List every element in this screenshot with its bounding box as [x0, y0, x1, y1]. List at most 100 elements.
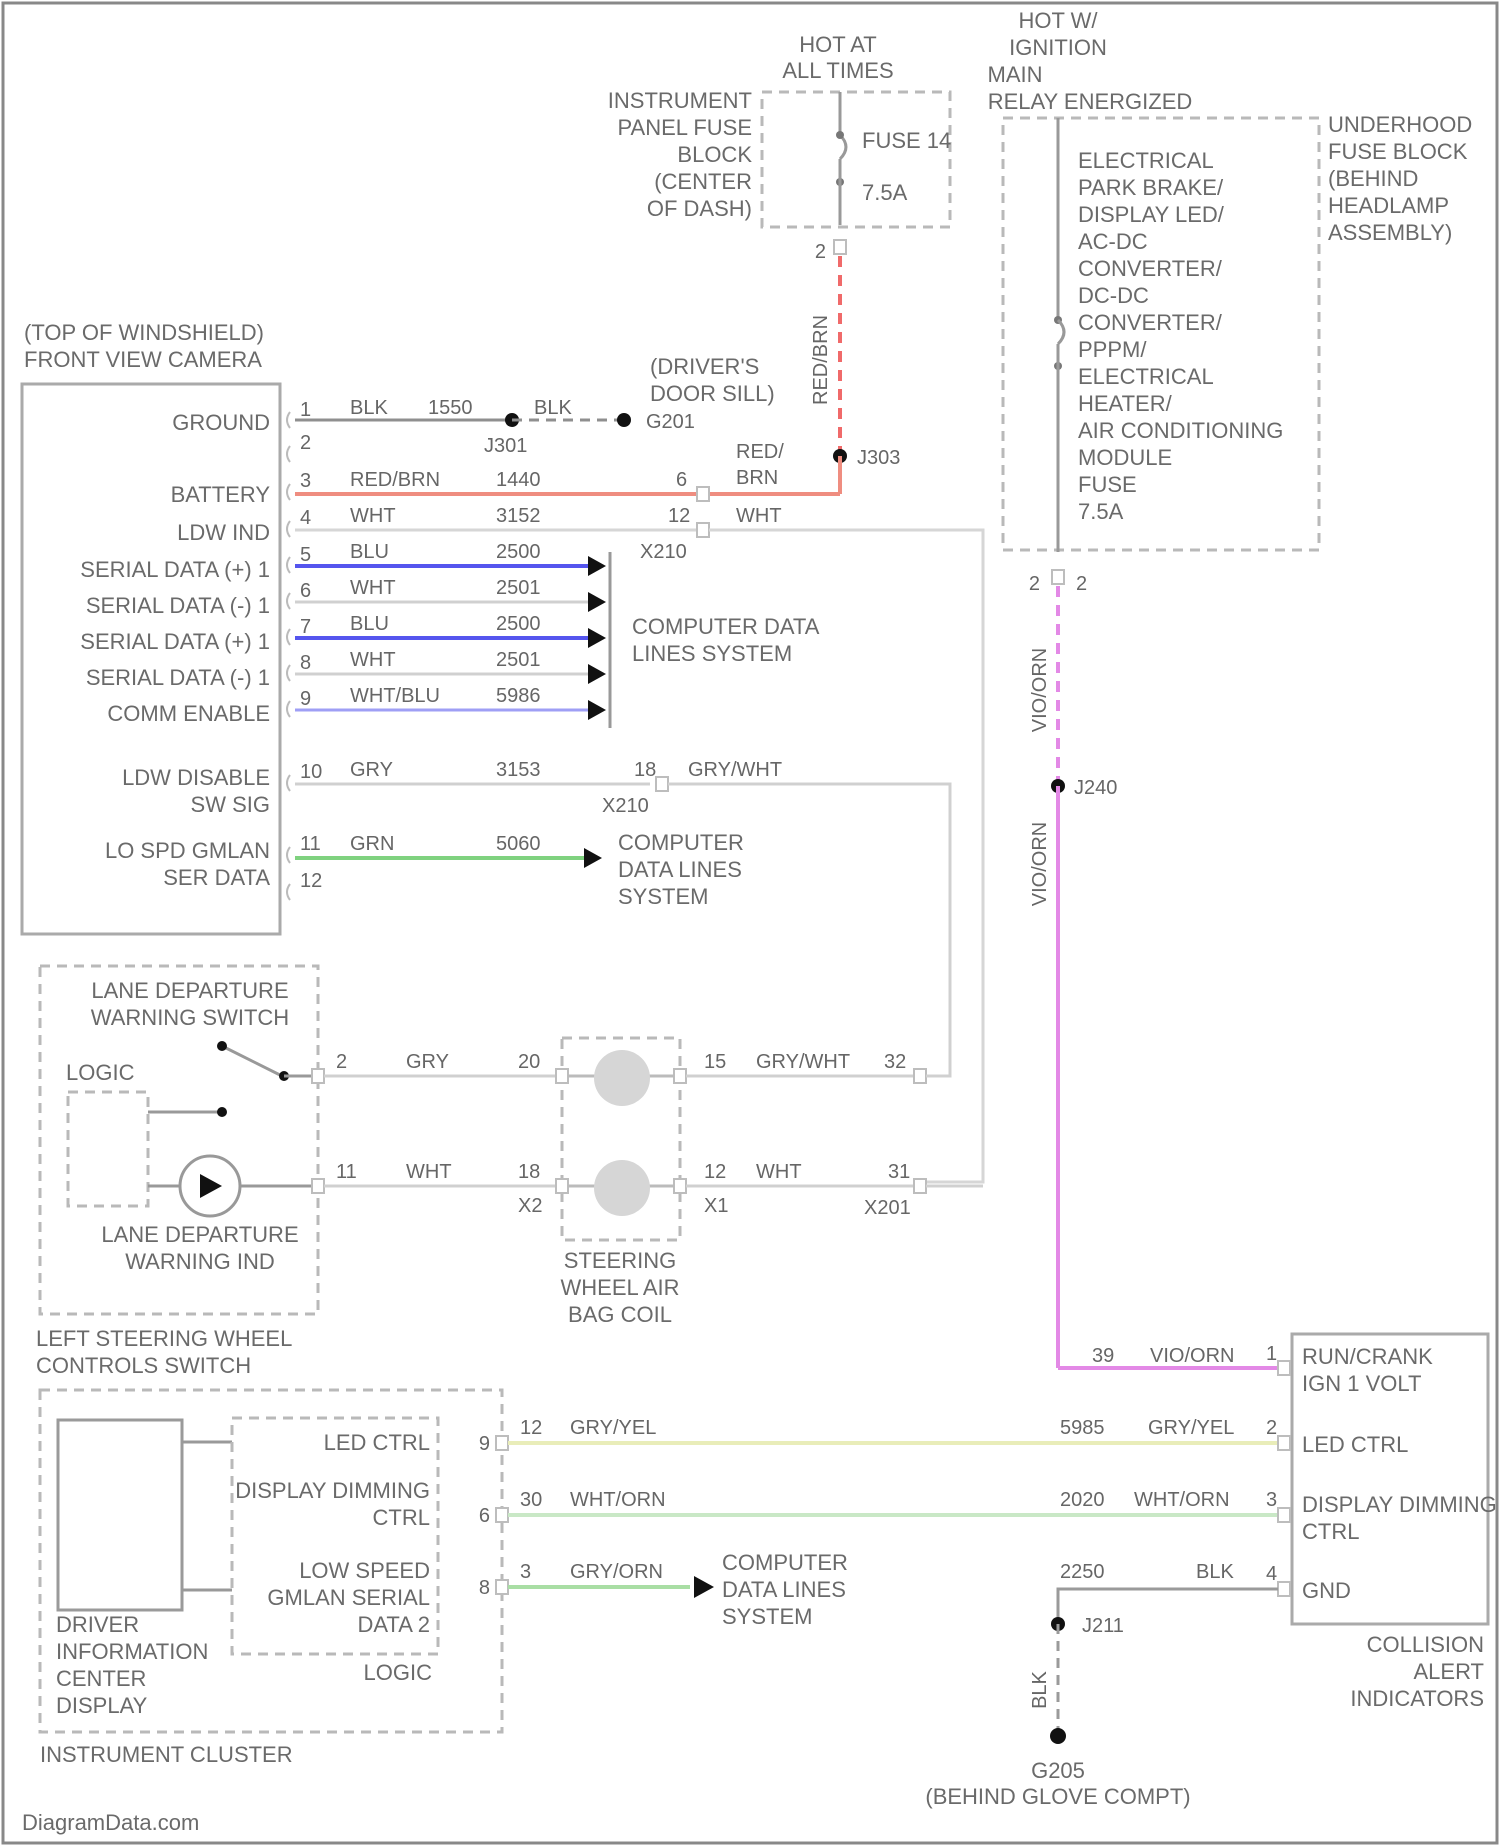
wht-right: WHT: [736, 505, 782, 527]
coil-x1: X1: [704, 1195, 728, 1217]
camera-pin-labels: GROUND BATTERY LDW IND SERIAL DATA (+) 1…: [80, 410, 270, 890]
gmlan-circuit: 5060: [496, 833, 541, 855]
collision-title-1: COLLISION: [1367, 1632, 1484, 1657]
camera-title-2: FRONT VIEW CAMERA: [24, 347, 262, 372]
x210-pin-6: 6: [676, 469, 687, 491]
dic-label-1: DRIVER: [56, 1612, 139, 1637]
red-brn-vertical-label: RED/BRN: [810, 315, 832, 405]
cluster-gmlan-2: GMLAN SERIAL: [267, 1585, 430, 1610]
svg-text:ELECTRICAL: ELECTRICAL: [1078, 364, 1214, 389]
cdl2-label-3: SYSTEM: [618, 884, 708, 909]
cdl-label-2: LINES SYSTEM: [632, 641, 792, 666]
svg-text:IGN 1 VOLT: IGN 1 VOLT: [1302, 1371, 1421, 1396]
sw-pin-11: 11: [336, 1161, 357, 1183]
gmlan2-wpin: 3: [520, 1561, 531, 1583]
svg-text:DISPLAY LED/: DISPLAY LED/: [1078, 202, 1225, 227]
sd4-color: WHT: [350, 649, 396, 671]
svg-text:5: 5: [300, 544, 311, 566]
x210-label-b: X210: [602, 795, 649, 817]
svg-text:LDW IND: LDW IND: [177, 520, 270, 545]
svg-text:SERIAL DATA (+) 1: SERIAL DATA (+) 1: [80, 557, 270, 582]
hot-w-ign-1: HOT W/: [1018, 8, 1098, 33]
gnd-blk-vertical: BLK: [1029, 1670, 1051, 1708]
j301-label: J301: [484, 435, 527, 457]
svg-text:2: 2: [300, 432, 311, 454]
cluster-cdl-3: SYSTEM: [722, 1604, 812, 1629]
coil-label-2: WHEEL AIR: [561, 1275, 680, 1300]
svg-text:8: 8: [300, 652, 311, 674]
ipfb-label-4: (CENTER: [654, 169, 752, 194]
sd3-color: BLU: [350, 613, 389, 635]
svg-text:10: 10: [300, 761, 322, 783]
ldw-switch-label-2: WARNING SWITCH: [91, 1005, 289, 1030]
uhfb-label-3: (BEHIND: [1328, 166, 1418, 191]
ground-color: BLK: [350, 397, 388, 419]
svg-text:SW SIG: SW SIG: [191, 792, 270, 817]
ipfb-label-3: BLOCK: [677, 142, 752, 167]
led-ctrl-color: GRY/YEL: [570, 1417, 656, 1439]
svg-text:3: 3: [1266, 1489, 1277, 1511]
coil-label-1: STEERING: [564, 1248, 676, 1273]
svg-text:PARK BRAKE/: PARK BRAKE/: [1078, 175, 1224, 200]
ground-circuit: 1550: [428, 397, 473, 419]
x201-label: X201: [864, 1197, 911, 1219]
svg-text:PPPM/: PPPM/: [1078, 337, 1147, 362]
gmlan2-arrow: [694, 1576, 714, 1598]
switch-logic-label: LOGIC: [66, 1060, 135, 1085]
comm-enable-arrow: [588, 700, 606, 720]
led-ctrl-circuit: 5985: [1060, 1417, 1105, 1439]
svg-text:RUN/CRANK: RUN/CRANK: [1302, 1344, 1433, 1369]
g201-label: G201: [646, 411, 695, 433]
x201-pin-31: 31: [888, 1161, 910, 1183]
ldw-disable-route: [668, 784, 950, 1076]
svg-text:DC-DC: DC-DC: [1078, 283, 1149, 308]
uhfb-label-5: ASSEMBLY): [1328, 220, 1452, 245]
hot-w-ign-2: IGNITION: [1009, 35, 1107, 60]
sd3-arrow: [588, 628, 606, 648]
coil-pin-15: 15: [704, 1051, 726, 1073]
sd1-circuit: 2500: [496, 541, 541, 563]
ldw-ind-label-2: WARNING IND: [125, 1249, 275, 1274]
svg-text:ELECTRICAL: ELECTRICAL: [1078, 148, 1214, 173]
hot-at-all-times-2: ALL TIMES: [782, 58, 893, 83]
dim-circuit: 2020: [1060, 1489, 1105, 1511]
cluster-pin-8: 8: [479, 1577, 490, 1599]
battery-circuit: 1440: [496, 469, 541, 491]
cluster-dim-1: DISPLAY DIMMING: [235, 1478, 430, 1503]
g205-loc: (BEHIND GLOVE COMPT): [925, 1784, 1190, 1809]
coil-x2: X2: [518, 1195, 542, 1217]
collision-pin-numbers: 1 2 3 4: [1266, 1343, 1277, 1585]
ipfb-box: [762, 92, 950, 227]
wht-label-2: WHT: [756, 1161, 802, 1183]
ldw-switch-label-1: LANE DEPARTURE: [91, 978, 288, 1003]
sd2-arrow: [588, 592, 606, 612]
sw-pin-2: 2: [336, 1051, 347, 1073]
svg-text:AIR CONDITIONING: AIR CONDITIONING: [1078, 418, 1283, 443]
svg-text:2: 2: [1266, 1417, 1277, 1439]
svg-text:SER DATA: SER DATA: [163, 865, 270, 890]
red-brn-right-2: BRN: [736, 467, 778, 489]
footer-watermark: DiagramData.com: [22, 1810, 199, 1835]
red-brn-right-1: RED/: [736, 441, 784, 463]
camera-connector-brackets: [287, 412, 290, 900]
ldw-ind-label-1: LANE DEPARTURE: [101, 1222, 298, 1247]
svg-text:LDW DISABLE: LDW DISABLE: [122, 765, 270, 790]
cdl2-label-1: COMPUTER: [618, 830, 744, 855]
cdl-label-1: COMPUTER DATA: [632, 614, 820, 639]
x210-label: X210: [640, 541, 687, 563]
ldw-ind-circuit: 3152: [496, 505, 541, 527]
gmlan-color: GRN: [350, 833, 394, 855]
svg-text:LED CTRL: LED CTRL: [1302, 1432, 1408, 1457]
g205-ground: [1050, 1728, 1066, 1744]
cluster-led-ctrl: LED CTRL: [324, 1430, 430, 1455]
cluster-cdl-1: COMPUTER: [722, 1550, 848, 1575]
comm-enable-color: WHT/BLU: [350, 685, 440, 707]
ldw-disable-circuit: 3153: [496, 759, 541, 781]
j303-label: J303: [857, 447, 900, 469]
svg-text:SERIAL DATA (+) 1: SERIAL DATA (+) 1: [80, 629, 270, 654]
x201-pin-32: 32: [884, 1051, 906, 1073]
svg-text:6: 6: [300, 580, 311, 602]
uhfb-fuse-text: ELECTRICAL PARK BRAKE/ DISPLAY LED/ AC-D…: [1078, 148, 1283, 524]
battery-color: RED/BRN: [350, 469, 440, 491]
sd1-arrow: [588, 556, 606, 576]
